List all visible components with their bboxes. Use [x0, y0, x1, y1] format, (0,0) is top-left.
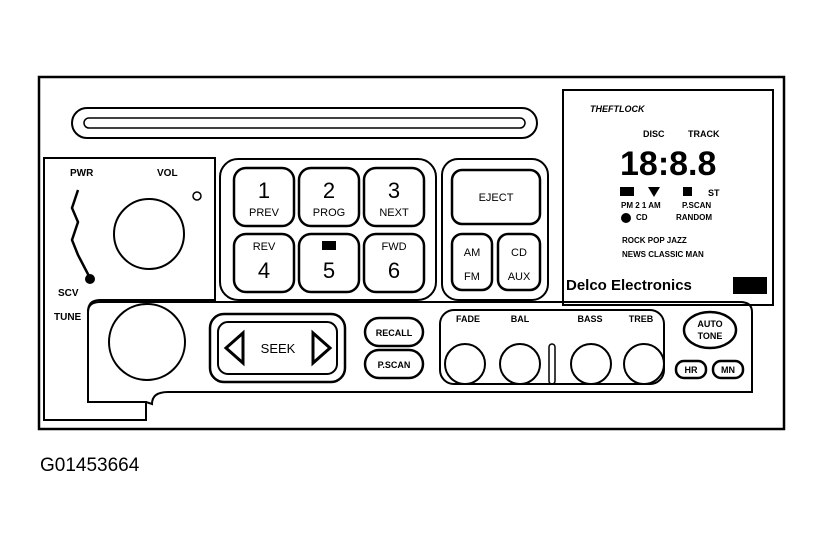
preset-label: NEXT — [379, 207, 409, 219]
eject-label: EJECT — [479, 192, 514, 204]
tone-divider — [548, 343, 556, 385]
preset-label: REV — [253, 241, 276, 253]
fm-label: FM — [464, 271, 480, 283]
cd-slot-inner — [83, 117, 526, 129]
seek-label: SEEK — [261, 341, 296, 356]
am-label: AM — [464, 247, 481, 259]
treb-label: TREB — [629, 314, 654, 324]
eject-button[interactable]: EJECT — [450, 168, 542, 226]
figure-id: G01453664 — [40, 455, 140, 476]
preset-button-1[interactable]: 1 PREV — [232, 166, 296, 228]
preset-button-4[interactable]: REV 4 — [232, 232, 296, 294]
preset-number: 1 — [258, 178, 270, 203]
display-indicator — [620, 187, 634, 196]
cd-aux-button[interactable]: CD AUX — [496, 232, 542, 292]
preset-number: 2 — [323, 178, 335, 203]
am-fm-button[interactable]: AM FM — [450, 232, 494, 292]
vol-label: VOL — [157, 168, 178, 179]
preset-number: 6 — [388, 258, 400, 283]
preset-button-2[interactable]: 2 PROG — [297, 166, 361, 228]
disc-label: DISC — [643, 129, 665, 139]
scv-knob[interactable] — [85, 274, 95, 284]
preset-number: 3 — [388, 178, 400, 203]
preset-button-3[interactable]: 3 NEXT — [362, 166, 426, 228]
genre-labels-top: ROCK POP JAZZ — [622, 236, 687, 245]
genre-labels-bottom: NEWS CLASSIC MAN — [622, 250, 704, 259]
fade-label: FADE — [456, 314, 480, 324]
seek-right-icon[interactable] — [311, 329, 333, 367]
preset-button-6[interactable]: FWD 6 — [362, 232, 426, 294]
preset-number: 4 — [258, 258, 270, 283]
fade-knob[interactable] — [444, 343, 486, 385]
auto-tone-button[interactable]: AUTO TONE — [682, 310, 738, 350]
aux-label: AUX — [508, 271, 531, 283]
preset-button-5[interactable]: 5 — [297, 232, 361, 294]
pwr-label: PWR — [70, 168, 94, 179]
bal-label: BAL — [511, 314, 530, 324]
source-group — [441, 158, 549, 301]
scv-label: SCV — [58, 288, 79, 299]
recall-label: RECALL — [376, 328, 413, 338]
cd-label: CD — [511, 247, 527, 259]
recall-button[interactable]: RECALL — [363, 316, 425, 348]
pscan-button[interactable]: P.SCAN — [363, 348, 425, 380]
minute-button[interactable]: MN — [711, 359, 745, 380]
preset-number: 5 — [323, 258, 335, 283]
display-pscan-label: P.SCAN — [682, 201, 711, 210]
random-label: RANDOM — [676, 213, 712, 222]
brand-logo: Delco Electronics — [566, 277, 692, 294]
tune-knob[interactable] — [108, 303, 186, 381]
auto-label: AUTO — [697, 319, 722, 329]
display-indicator — [683, 187, 692, 196]
cd-disc-icon — [621, 213, 631, 223]
preset-group — [219, 158, 437, 301]
preset-label: FWD — [381, 241, 406, 253]
brand-emblem — [733, 277, 767, 294]
display-indicator — [648, 187, 660, 197]
bass-label: BASS — [577, 314, 602, 324]
preset-label: PREV — [249, 207, 280, 219]
display-cd-label: CD — [636, 213, 648, 222]
cd-slot[interactable] — [71, 107, 538, 139]
scv-slider[interactable] — [70, 189, 92, 279]
treble-knob[interactable] — [623, 343, 665, 385]
preset-label: PROG — [313, 207, 345, 219]
display-digits: 18:8.8 — [620, 145, 716, 183]
mn-label: MN — [721, 365, 735, 375]
balance-knob[interactable] — [499, 343, 541, 385]
display-panel — [562, 89, 774, 306]
lower-panel — [87, 301, 753, 406]
tone-label: TONE — [698, 331, 723, 341]
track-label: TRACK — [688, 129, 720, 139]
indicator-led — [192, 191, 202, 201]
radio-faceplate — [37, 75, 786, 431]
volume-knob[interactable] — [113, 198, 185, 270]
hour-button[interactable]: HR — [674, 359, 708, 380]
bass-knob[interactable] — [570, 343, 612, 385]
seek-left-icon[interactable] — [223, 329, 245, 367]
cassette-icon — [322, 241, 336, 250]
seek-button[interactable]: SEEK — [208, 312, 347, 384]
st-label: ST — [708, 188, 720, 198]
tune-label: TUNE — [54, 312, 82, 323]
theftlock-label: THEFTLOCK — [590, 104, 646, 114]
pscan-label: P.SCAN — [378, 360, 411, 370]
hr-label: HR — [685, 365, 698, 375]
pm-am-label: PM 2 1 AM — [621, 201, 661, 210]
